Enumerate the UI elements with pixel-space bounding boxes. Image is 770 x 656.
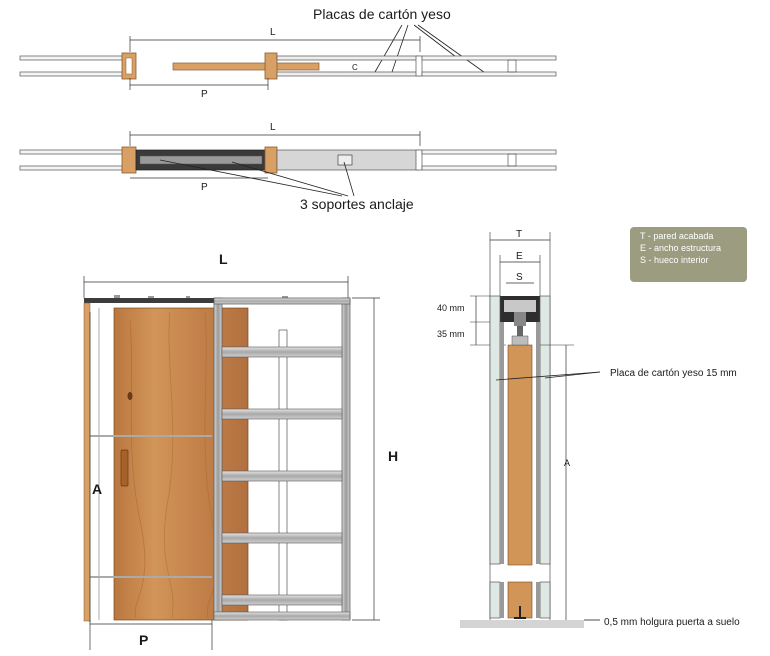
legend-box: T - pared acabada E - ancho estructura S… — [630, 227, 747, 282]
section-dim-40: 40 mm — [437, 303, 465, 313]
section-dim-35: 35 mm — [437, 329, 465, 339]
mid-dim-L: L — [270, 122, 276, 133]
top-dim-C: C — [352, 63, 358, 72]
mid-dim-P: P — [201, 182, 208, 193]
elev-dim-L: L — [219, 251, 228, 267]
section-dim-T: T — [516, 229, 522, 240]
top-dim-L: L — [270, 27, 276, 38]
plasterboard-title: Placas de cartón yeso — [313, 6, 451, 22]
supports-label: 3 soportes anclaje — [300, 196, 414, 212]
top-dim-P: P — [201, 89, 208, 100]
elev-dim-P: P — [139, 632, 148, 648]
middle-plan-view: L P 3 soportes anclaje — [19, 122, 557, 212]
plasterboard-callout: Placa de cartón yeso 15 mm — [610, 368, 737, 379]
elev-dim-H: H — [388, 448, 398, 464]
section-dim-S: S — [516, 272, 523, 283]
legend-item-S: S - hueco interior — [640, 255, 709, 265]
elev-dim-A: A — [92, 481, 102, 497]
front-elevation: L H — [83, 251, 398, 650]
legend-item-E: E - ancho estructura — [640, 243, 722, 253]
legend-item-T: T - pared acabada — [640, 231, 714, 241]
section-dim-E: E — [516, 251, 523, 262]
section-dim-A: A — [564, 458, 570, 468]
top-plan-view: Placas de cartón yeso L C P — [19, 6, 557, 100]
section-view: T E S 40 mm 35 mm — [437, 229, 740, 628]
floor-gap-label: 0,5 mm holgura puerta a suelo — [604, 617, 740, 628]
